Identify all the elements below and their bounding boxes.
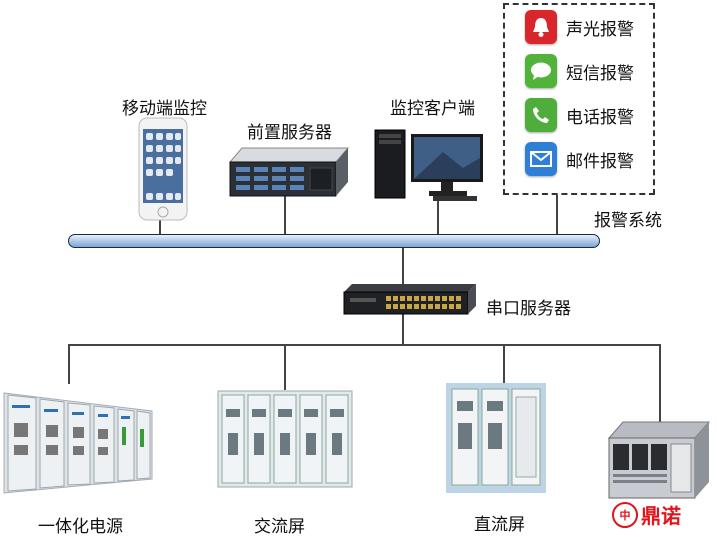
alarm-item-phone: 电话报警	[525, 97, 634, 133]
ac-panel-cabinet-icon	[216, 389, 354, 493]
bell-icon	[525, 10, 557, 44]
phone-icon	[525, 98, 557, 132]
watermark: 中 鼎诺	[612, 500, 681, 529]
desktop-computer-icon	[373, 128, 485, 206]
power-module-rack-icon	[603, 420, 711, 506]
front-server-link	[284, 196, 286, 236]
client-label: 监控客户端	[390, 99, 475, 119]
watermark-logo-icon: 中	[612, 501, 638, 528]
rack-link	[659, 344, 661, 422]
envelope-icon	[525, 142, 557, 176]
dc-panel-cabinet-icon	[446, 383, 546, 497]
ac-link	[284, 344, 286, 390]
ac-panel-label: 交流屏	[254, 517, 305, 537]
client-link	[437, 200, 439, 236]
serial-server-icon	[342, 282, 478, 320]
rack-server-icon	[228, 146, 350, 202]
alarm-system-box: 声光报警 短信报警 电话报警 邮件报警	[503, 3, 655, 195]
bus-to-serial-link	[402, 248, 404, 285]
alarm-link	[556, 195, 558, 236]
alarm-system-label: 报警系统	[594, 211, 662, 231]
alarm-item-sound-light: 声光报警	[525, 9, 634, 45]
lower-bus-line	[68, 344, 660, 346]
smartphone-icon	[138, 117, 188, 225]
serial-down-link	[402, 313, 404, 345]
integrated-power-label: 一体化电源	[38, 517, 123, 537]
alarm-item-email: 邮件报警	[525, 141, 634, 177]
mobile-label: 移动端监控	[122, 99, 207, 119]
dc-link	[503, 344, 505, 384]
dc-panel-label: 直流屏	[474, 515, 525, 535]
alarm-label: 短信报警	[566, 63, 634, 84]
network-bus	[68, 234, 600, 248]
mobile-link	[159, 216, 161, 236]
watermark-text: 鼎诺	[641, 504, 681, 528]
alarm-item-sms: 短信报警	[525, 53, 634, 89]
alarm-label: 声光报警	[566, 19, 634, 40]
alarm-label: 邮件报警	[566, 151, 634, 172]
message-bubble-icon	[525, 54, 557, 88]
power-link	[68, 344, 70, 384]
serial-server-label: 串口服务器	[486, 299, 571, 319]
alarm-label: 电话报警	[566, 107, 634, 128]
integrated-power-cabinet-icon	[2, 383, 154, 499]
front-server-label: 前置服务器	[247, 123, 332, 143]
